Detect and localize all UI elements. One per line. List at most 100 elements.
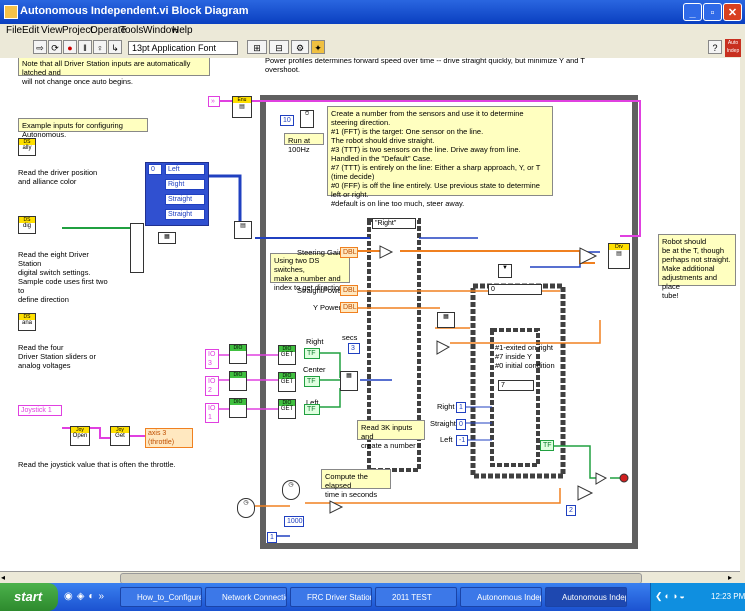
- task-frc-driver-station[interactable]: FRC Driver Station: [290, 587, 372, 607]
- array-item-straight-2: Straight: [165, 209, 205, 220]
- maximize-icon[interactable]: ▫: [703, 3, 722, 21]
- abort-icon[interactable]: ●: [63, 40, 77, 54]
- bool-to-number-vi[interactable]: ▦: [340, 371, 358, 391]
- menu-tools[interactable]: Tools: [120, 25, 144, 36]
- menu-window[interactable]: Window: [143, 25, 179, 36]
- secs-const[interactable]: 3: [348, 343, 360, 354]
- task-autonomous-indep-2[interactable]: Autonomous Indep...: [545, 587, 627, 607]
- step-icon[interactable]: ↳: [108, 40, 122, 54]
- vertical-scrollbar[interactable]: [740, 58, 745, 583]
- axis-throttle: axis 3 (throttle): [145, 428, 193, 448]
- distribute-icon[interactable]: ⊟: [269, 40, 289, 54]
- highlight-bulb-icon[interactable]: ♀: [93, 40, 107, 54]
- label-left-2: Left: [440, 435, 453, 444]
- select-vi[interactable]: ▦: [437, 312, 455, 328]
- task-network-connections[interactable]: Network Connections: [205, 587, 287, 607]
- taskbar: start ◉◈◐» How_to_Configure... Network C…: [0, 583, 745, 611]
- while-loop-border: [260, 95, 638, 549]
- const-straight-0[interactable]: 0: [456, 419, 466, 430]
- joystick-control[interactable]: Joystick 1: [18, 405, 62, 416]
- help-icon[interactable]: ?: [708, 40, 722, 54]
- switch-array-vi[interactable]: [130, 223, 144, 273]
- tick-count-icon[interactable]: ◷: [282, 480, 300, 500]
- task-how-to-configure[interactable]: How_to_Configure...: [120, 587, 202, 607]
- note-power-profile: Power profiles determines forward speed …: [265, 58, 585, 74]
- labview-app-icon: [4, 5, 18, 19]
- reorder-icon[interactable]: ⚙: [291, 40, 309, 54]
- index-array-vi[interactable]: ▤: [234, 221, 252, 239]
- run-rate-note: Run at 100Hz: [284, 133, 324, 154]
- menu-file[interactable]: File: [6, 25, 23, 36]
- start-button[interactable]: start: [0, 583, 58, 611]
- const-1000[interactable]: 1000: [284, 516, 304, 527]
- dio-open-2-vi[interactable]: DIO: [229, 371, 247, 391]
- scroll-left-icon[interactable]: ◂: [1, 573, 6, 582]
- note-read-joystick: Read the joystick value that is often th…: [18, 460, 176, 469]
- shift-register-icon[interactable]: ▼: [498, 264, 512, 278]
- scroll-right-icon[interactable]: ▸: [728, 573, 733, 582]
- label-secs: secs: [342, 333, 358, 342]
- case-selector-seven[interactable]: 7: [498, 380, 534, 391]
- menu-project[interactable]: Project: [62, 25, 94, 36]
- run-arrow-icon[interactable]: ⇨: [33, 40, 47, 54]
- io-2[interactable]: IO 2: [205, 376, 219, 396]
- pause-icon[interactable]: ‖: [78, 40, 92, 54]
- dio-open-3-vi[interactable]: DIO: [229, 344, 247, 364]
- menu-operate[interactable]: Operate: [90, 25, 127, 36]
- quick-launch-icons[interactable]: ◉◈◐»: [64, 591, 109, 602]
- font-select[interactable]: 13pt Application Font: [128, 41, 238, 55]
- task-2011-test[interactable]: 2011 TEST: [375, 587, 457, 607]
- label-steering-gain: Steering Gain: [297, 248, 343, 257]
- dio-open-1-vi[interactable]: DIO: [229, 398, 247, 418]
- menu-help[interactable]: Help: [172, 25, 193, 36]
- wires-layer: [62, 95, 641, 549]
- array-item-left: Left: [165, 164, 205, 175]
- const-2[interactable]: 2: [566, 505, 576, 516]
- block-diagram-canvas[interactable]: Note that all Driver Station inputs are …: [0, 58, 740, 570]
- window-title: Autonomous Independent.vi Block Diagram: [20, 5, 249, 17]
- const-right-1[interactable]: 1: [456, 402, 466, 413]
- minimize-icon[interactable]: _: [683, 3, 702, 21]
- align-icon[interactable]: ⊞: [247, 40, 267, 54]
- note-example: Example inputs for configuring Autonomou…: [18, 118, 148, 139]
- array-item-right: Right: [165, 179, 205, 190]
- array-index[interactable]: 0: [148, 164, 162, 175]
- note-steering: Create a number from the sensors and use…: [327, 106, 553, 208]
- build-number-vi[interactable]: ▦: [158, 232, 176, 244]
- indicator-center-tf: TF: [304, 376, 320, 387]
- menu-edit[interactable]: Edit: [22, 25, 40, 36]
- close-icon[interactable]: ✕: [723, 3, 742, 21]
- indicator-right-tf: TF: [304, 348, 320, 359]
- note-read-analog: Read the four Driver Station sliders or …: [18, 343, 96, 370]
- task-autonomous-indep-1[interactable]: Autonomous Indep...: [460, 587, 542, 607]
- clock: 12:23 PM: [711, 592, 745, 601]
- pink-control[interactable]: »: [208, 96, 220, 107]
- wait-timer-icon[interactable]: ⏱: [300, 110, 314, 128]
- steering-gain-dbl[interactable]: DBL: [340, 247, 358, 258]
- case-selector-zero[interactable]: 0: [488, 284, 542, 295]
- run-continuous-icon[interactable]: ⟳: [48, 40, 62, 54]
- menu-view[interactable]: View: [41, 25, 63, 36]
- y-power-dbl[interactable]: DBL: [340, 302, 358, 313]
- start-time-icon[interactable]: ◷: [237, 498, 255, 518]
- cleanup-icon[interactable]: ✦: [311, 40, 325, 54]
- bool-const-tf[interactable]: TF: [540, 440, 554, 451]
- io-1[interactable]: IO 1: [205, 403, 219, 423]
- straight-power-dbl[interactable]: DBL: [340, 285, 358, 296]
- case-selector-right[interactable]: "Right": [372, 218, 416, 229]
- io-3[interactable]: IO 3: [205, 349, 219, 369]
- note-sensors: Read 3K inputs and create a number: [357, 420, 425, 450]
- enum-out-vi[interactable]: Enu▤: [232, 96, 252, 118]
- loop-rate-const[interactable]: 10: [280, 115, 294, 126]
- const-left-minus1[interactable]: -1: [456, 435, 468, 446]
- tray-icons[interactable]: ❮◐◑◒: [655, 591, 687, 601]
- drive-vi[interactable]: Drv▤: [608, 243, 630, 269]
